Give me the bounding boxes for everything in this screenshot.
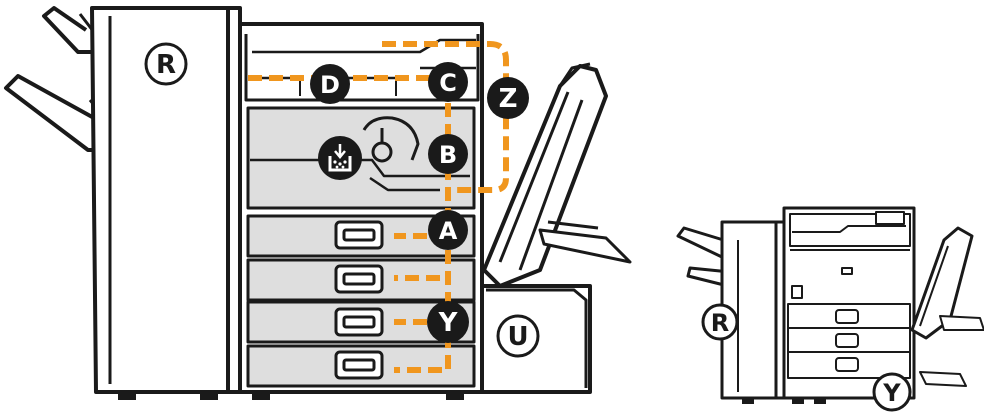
large-machine bbox=[6, 8, 630, 400]
small-paper-unit-label: Y bbox=[882, 379, 901, 407]
small-finisher-label: R bbox=[711, 309, 729, 337]
paper-unit-label: U bbox=[507, 322, 528, 352]
badge-d-label: D bbox=[320, 71, 340, 99]
badge-c-label: C bbox=[439, 69, 457, 97]
badge-b-label: B bbox=[439, 141, 457, 169]
badge-z-label: Z bbox=[499, 84, 518, 114]
badge-a-label: A bbox=[439, 217, 458, 245]
finisher-label: R bbox=[156, 50, 176, 80]
paper-unit bbox=[482, 286, 590, 392]
finisher-output-trays bbox=[6, 8, 100, 150]
badge-y-label: Y bbox=[438, 308, 459, 338]
